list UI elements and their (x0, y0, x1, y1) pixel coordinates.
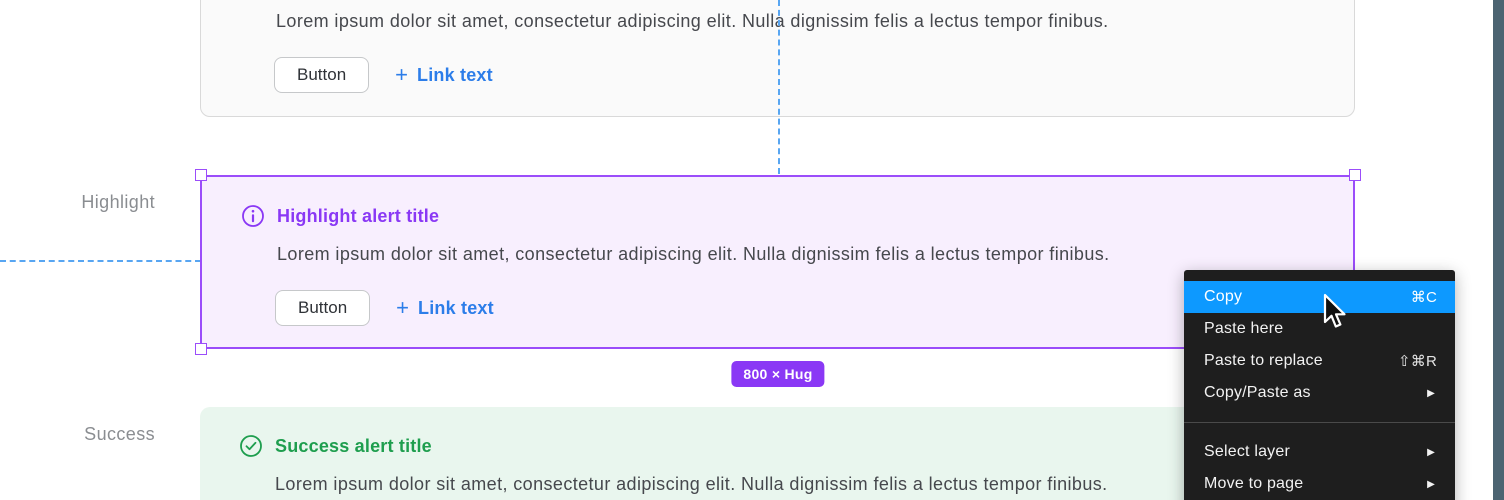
alert-card-top[interactable]: Lorem ipsum dolor sit amet, consectetur … (200, 0, 1355, 117)
alert-title: Highlight alert title (277, 206, 440, 226)
alert-title: Success alert title (275, 436, 432, 456)
info-icon (242, 205, 264, 227)
plus-icon: + (396, 295, 410, 320)
selection-handle-top-left[interactable] (195, 169, 207, 181)
alert-body-text: Lorem ipsum dolor sit amet, consectetur … (277, 244, 1110, 264)
menu-separator (1184, 422, 1455, 423)
shortcut-copy: ⌘C (1410, 289, 1437, 306)
context-menu: Copy ⌘C Paste here Paste to replace ⇧⌘R … (1184, 270, 1455, 500)
selection-handle-bottom-left[interactable] (195, 343, 207, 355)
right-edge-panel-strip (1493, 0, 1504, 500)
menu-item-paste-here[interactable]: Paste here (1204, 320, 1284, 337)
submenu-arrow-icon: ▶ (1427, 387, 1435, 399)
alert-link[interactable]: + Link text (396, 295, 494, 320)
canvas-label-highlight: Highlight (81, 192, 155, 212)
alert-card-success[interactable]: Success alert title Lorem ipsum dolor si… (200, 407, 1355, 500)
alert-link[interactable]: + Link text (395, 62, 493, 87)
alert-button[interactable]: Button (274, 57, 370, 93)
alert-body-text: Lorem ipsum dolor sit amet, consectetur … (275, 474, 1108, 494)
alert-link-label: Link text (417, 64, 493, 85)
canvas-label-success: Success (84, 424, 155, 444)
menu-item-copy[interactable]: Copy ⌘C (1184, 281, 1455, 313)
mouse-cursor-icon (1323, 293, 1346, 328)
submenu-arrow-icon: ▶ (1427, 446, 1435, 458)
check-circle-icon (240, 435, 262, 457)
shortcut-paste-to-replace: ⇧⌘R (1397, 353, 1437, 370)
menu-item-select-layer[interactable]: Select layer ▶ (1204, 443, 1435, 460)
menu-item-copy-paste-as[interactable]: Copy/Paste as ▶ (1204, 384, 1435, 401)
alert-card-highlight[interactable]: Highlight alert title Lorem ipsum dolor … (200, 175, 1355, 349)
selection-size-badge: 800 × Hug (731, 361, 825, 387)
plus-icon: + (395, 62, 409, 87)
alert-body-text: Lorem ipsum dolor sit amet, consectetur … (276, 11, 1109, 31)
alignment-guide-vertical (778, 0, 780, 174)
alert-actions: Button + Link text (274, 57, 493, 93)
menu-item-paste-to-replace[interactable]: Paste to replace ⇧⌘R (1204, 352, 1437, 370)
submenu-arrow-icon: ▶ (1427, 478, 1435, 490)
menu-item-move-to-page[interactable]: Move to page ▶ (1204, 475, 1435, 492)
alert-button[interactable]: Button (275, 290, 371, 326)
alignment-guide-horizontal (0, 260, 201, 262)
selection-handle-top-right[interactable] (1349, 169, 1361, 181)
alert-actions: Button + Link text (275, 290, 494, 326)
alert-link-label: Link text (418, 297, 494, 318)
